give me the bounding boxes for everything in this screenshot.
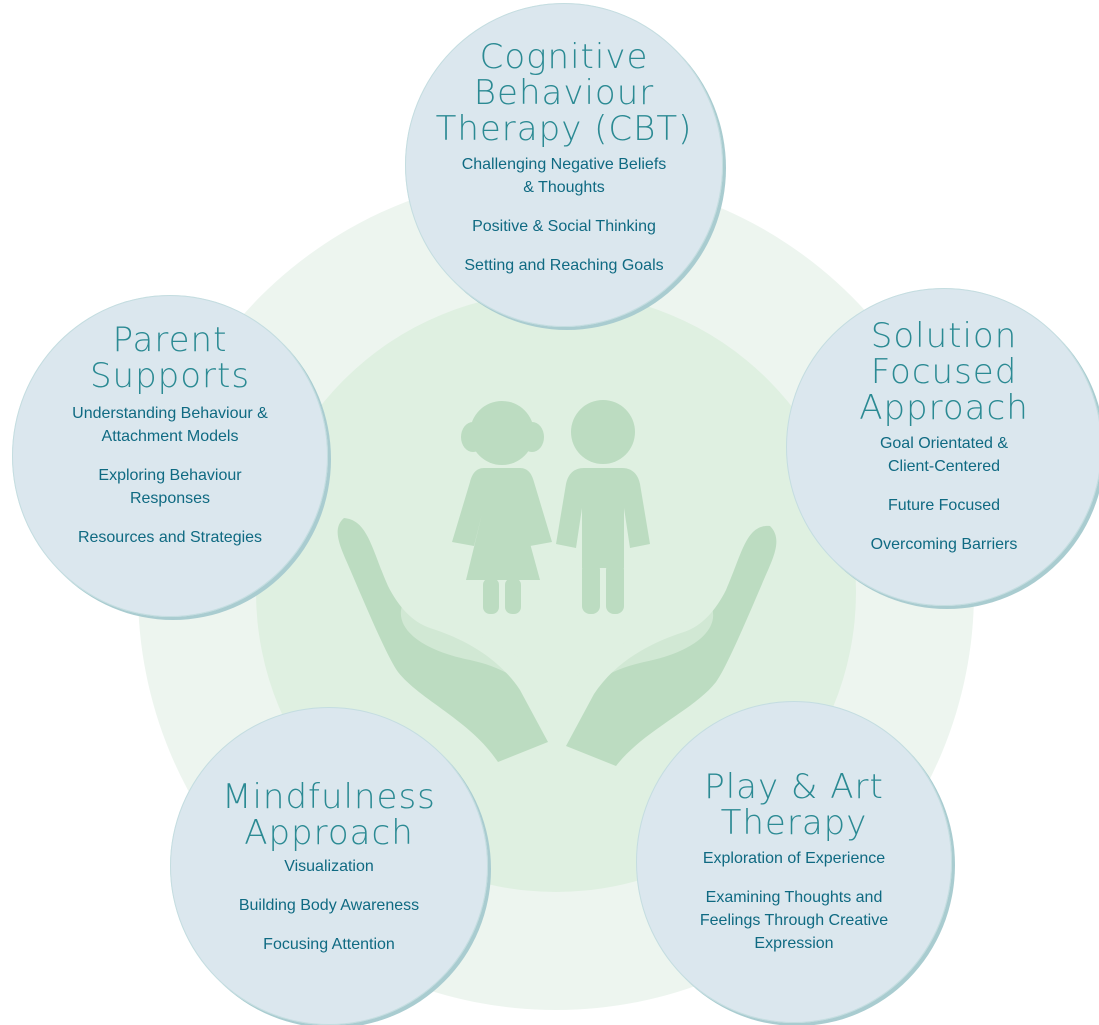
solution-focused-item: Overcoming Barriers xyxy=(870,536,1018,553)
mindfulness-bubble: Mindfulness Approach Visualization Build… xyxy=(170,707,488,1025)
parent-supports-item: Exploring Behaviour Responses xyxy=(98,467,242,507)
cbt-item: Challenging Negative Beliefs & Thoughts xyxy=(461,156,667,196)
cbt-title-line: Behaviour xyxy=(473,73,655,113)
parent-supports-bubble: Parent Supports Understanding Behaviour … xyxy=(12,295,328,617)
cbt-title-line: Therapy (CBT) xyxy=(435,109,693,149)
cbt-bubble: Cognitive Behaviour Therapy (CBT) Challe… xyxy=(405,3,723,327)
play-art-therapy-title-line: Therapy xyxy=(720,803,868,843)
solution-focused-title-line: Focused xyxy=(870,352,1018,392)
play-art-therapy-title-line: Play & Art xyxy=(704,767,884,807)
mindfulness-item: Focusing Attention xyxy=(263,936,395,953)
solution-focused-title: Solution Focused Approach xyxy=(786,318,1099,426)
play-art-therapy-item: Exploration of Experience xyxy=(702,850,886,867)
mindfulness-title-line: Approach xyxy=(244,813,414,853)
play-art-therapy-title: Play & Art Therapy xyxy=(636,769,952,841)
play-art-therapy-items: Exploration of Experience Examining Thou… xyxy=(636,847,952,955)
parent-supports-title: Parent Supports xyxy=(12,322,328,394)
cbt-item: Positive & Social Thinking xyxy=(472,218,656,235)
parent-supports-title-line: Parent xyxy=(112,320,228,360)
cbt-item: Setting and Reaching Goals xyxy=(464,257,664,274)
cbt-title: Cognitive Behaviour Therapy (CBT) xyxy=(405,39,723,147)
solution-focused-title-line: Solution xyxy=(870,316,1018,356)
play-art-therapy-item: Examining Thoughts and Feelings Through … xyxy=(699,889,889,952)
mindfulness-title-line: Mindfulness xyxy=(222,777,436,817)
children-in-hands-icon xyxy=(337,400,777,766)
mindfulness-items: Visualization Building Body Awareness Fo… xyxy=(170,855,488,956)
mindfulness-item: Visualization xyxy=(284,858,374,875)
cbt-items: Challenging Negative Beliefs & Thoughts … xyxy=(405,153,723,277)
parent-supports-items: Understanding Behaviour & Attachment Mod… xyxy=(12,402,328,549)
parent-supports-item: Resources and Strategies xyxy=(77,529,263,546)
parent-supports-title-line: Supports xyxy=(89,356,251,396)
cbt-title-line: Cognitive xyxy=(479,37,649,77)
solution-focused-item: Goal Orientated & Client-Centered xyxy=(879,435,1009,475)
solution-focused-bubble: Solution Focused Approach Goal Orientate… xyxy=(786,288,1099,606)
parent-supports-item: Understanding Behaviour & Attachment Mod… xyxy=(72,405,268,445)
solution-focused-title-line: Approach xyxy=(859,388,1029,428)
solution-focused-items: Goal Orientated & Client-Centered Future… xyxy=(786,432,1099,556)
play-art-therapy-bubble: Play & Art Therapy Exploration of Experi… xyxy=(636,701,952,1023)
solution-focused-item: Future Focused xyxy=(887,497,1001,514)
mindfulness-item: Building Body Awareness xyxy=(238,897,420,914)
mindfulness-title: Mindfulness Approach xyxy=(170,779,488,851)
